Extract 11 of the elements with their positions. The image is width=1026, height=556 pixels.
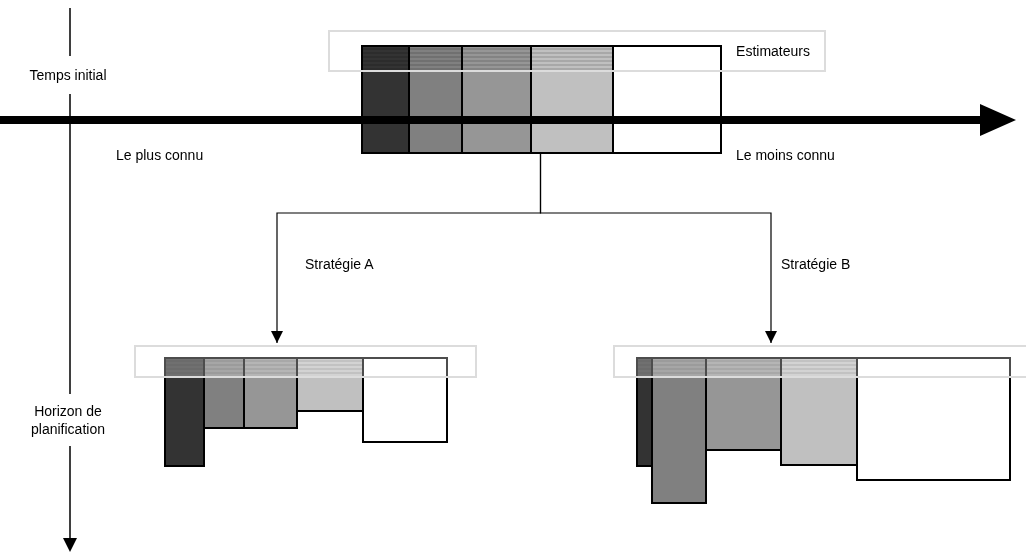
axis-label: Le moins connu xyxy=(736,146,836,164)
band-label: Estimateurs xyxy=(736,43,810,59)
stacked-blocks-drawing xyxy=(134,345,479,467)
stacked-blocks-drawing xyxy=(361,45,722,154)
edge-label: Stratégie B xyxy=(779,256,853,272)
axis-label: Le plus connu xyxy=(116,146,205,164)
axis-label: Horizon de planification xyxy=(30,402,106,438)
estimator-band xyxy=(328,30,826,72)
edge-label: Stratégie A xyxy=(303,256,376,272)
axis-label: Temps initial xyxy=(28,66,108,84)
stacked-blocks-drawing xyxy=(613,345,1026,504)
